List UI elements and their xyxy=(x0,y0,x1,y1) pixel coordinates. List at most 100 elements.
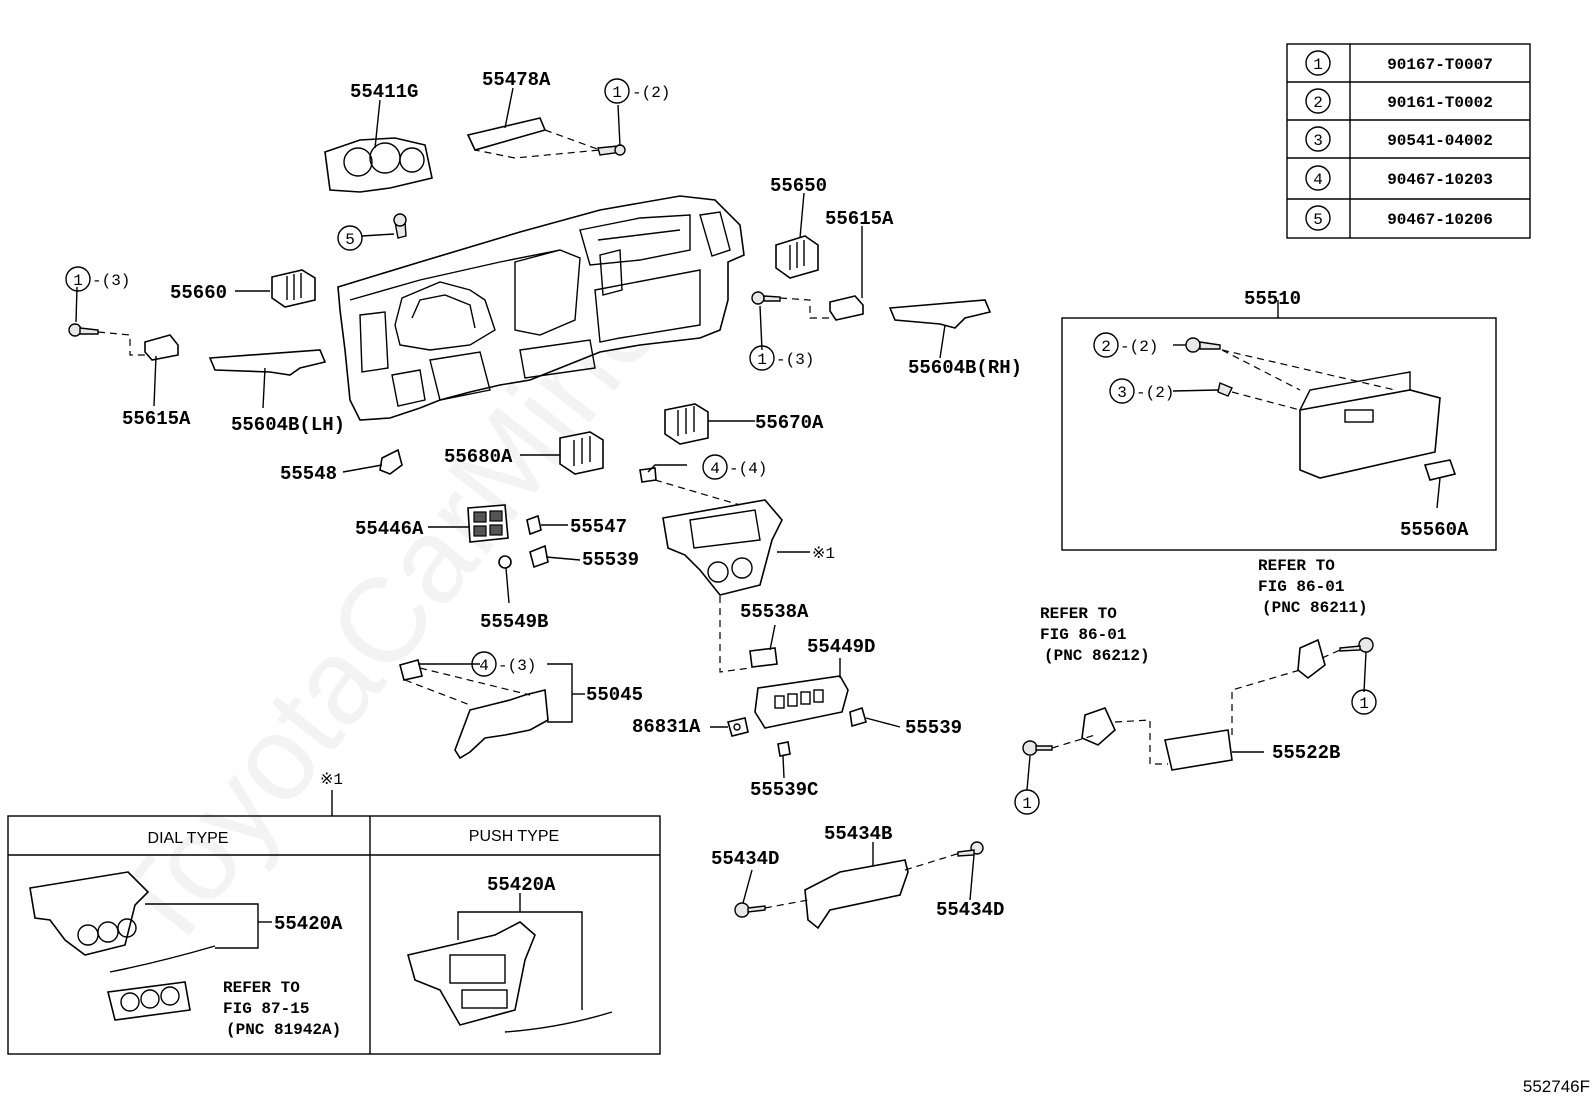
svg-text:4: 4 xyxy=(710,460,720,478)
svg-text:(PNC 86212): (PNC 86212) xyxy=(1044,647,1150,665)
svg-text:90541-04002: 90541-04002 xyxy=(1387,132,1493,150)
screw-icon xyxy=(751,291,781,305)
ref-circle: 1 xyxy=(1014,789,1040,815)
svg-text:FIG 87-15: FIG 87-15 xyxy=(223,1000,309,1018)
ref-circle: 5 xyxy=(337,225,363,251)
clip-55539C xyxy=(777,741,791,757)
hinge-55522B xyxy=(1081,638,1326,771)
legend-row: 5 90467-10206 xyxy=(1305,205,1493,231)
svg-text:90467-10206: 90467-10206 xyxy=(1387,211,1493,229)
svg-text:-(2): -(2) xyxy=(632,84,670,102)
svg-text:90467-10203: 90467-10203 xyxy=(1387,171,1493,189)
lower-cover-55045 xyxy=(399,659,549,760)
svg-text:3: 3 xyxy=(1117,384,1127,402)
svg-text:4: 4 xyxy=(1313,171,1323,189)
svg-text:90161-T0002: 90161-T0002 xyxy=(1387,94,1493,112)
screw-icon xyxy=(597,144,626,156)
svg-text:1: 1 xyxy=(1359,695,1369,713)
ref-circle: 2-(2) xyxy=(1093,332,1158,358)
callout-55522B: 55522B xyxy=(1272,742,1340,764)
svg-text:4: 4 xyxy=(479,657,489,675)
callout-55670A: 55670A xyxy=(755,412,824,434)
callout-55446A: 55446A xyxy=(355,518,424,540)
screw-icon xyxy=(1022,740,1053,756)
callout-55547: 55547 xyxy=(570,516,627,538)
push-panel: 55420A xyxy=(407,874,613,1033)
ref-circle: 1-(2) xyxy=(604,78,670,104)
legend-row: 1 90167-T0007 xyxy=(1305,50,1493,76)
svg-text:5: 5 xyxy=(345,231,355,249)
svg-text:2: 2 xyxy=(1313,94,1323,112)
note-mark: ※1 xyxy=(812,545,835,563)
callout-55434B: 55434B xyxy=(824,823,892,845)
refer-note-81942A: REFER TO FIG 87-15 (PNC 81942A) xyxy=(223,979,341,1039)
callout-55449D: 55449D xyxy=(807,636,875,658)
svg-text:5: 5 xyxy=(1313,211,1323,229)
bracket-55548 xyxy=(379,448,403,475)
vent-55680A xyxy=(559,431,604,475)
screw-icon xyxy=(393,213,407,239)
ref-circle: 4 -(4) xyxy=(702,454,767,480)
callout-55548: 55548 xyxy=(280,463,337,485)
legend-table: 1 90167-T0007 2 90161-T0002 3 90541-0400… xyxy=(1286,43,1531,239)
garnish-55604B-lh xyxy=(208,349,327,376)
svg-text:3: 3 xyxy=(1313,132,1323,150)
svg-text:-(3): -(3) xyxy=(498,657,536,675)
svg-text:REFER TO: REFER TO xyxy=(1040,605,1117,623)
vent-55660 xyxy=(271,269,316,308)
svg-text:1: 1 xyxy=(1022,795,1032,813)
svg-text:90167-T0007: 90167-T0007 xyxy=(1387,56,1493,74)
bracket-55615A xyxy=(144,334,179,361)
svg-text:FIG 86-01: FIG 86-01 xyxy=(1040,626,1126,644)
callout-86831A: 86831A xyxy=(632,716,701,738)
refer-note-86212: REFER TO FIG 86-01 (PNC 86212) xyxy=(1040,605,1150,665)
svg-text:-(3): -(3) xyxy=(92,272,130,290)
leader-lines xyxy=(75,87,1441,904)
callout-55604B-rh: 55604B(RH) xyxy=(908,357,1022,379)
screw-icon xyxy=(957,841,984,857)
callout-55434D: 55434D xyxy=(936,899,1004,921)
part-callouts: 55411G 55478A 55650 55615A 55660 55615A … xyxy=(122,69,1469,921)
variant-mark: ※1 xyxy=(320,771,343,789)
dashed-lines xyxy=(97,129,1396,909)
ref-circle: 1 xyxy=(1351,689,1377,715)
svg-text:-(2): -(2) xyxy=(1120,338,1158,356)
refer-note-86211: REFER TO FIG 86-01 (PNC 86211) xyxy=(1258,557,1368,617)
screw-icon xyxy=(734,902,766,918)
callout-55538A: 55538A xyxy=(740,601,809,623)
ref-circle: 1-(3) xyxy=(749,345,814,371)
ref-circle: 3-(2) xyxy=(1109,378,1174,404)
callout-55650: 55650 xyxy=(770,175,827,197)
diagram-id: 552746F xyxy=(1523,1077,1590,1096)
center-cluster-panel xyxy=(639,467,783,596)
callout-55478A: 55478A xyxy=(482,69,551,91)
callout-55420A: 55420A xyxy=(487,874,556,896)
callout-55539: 55539 xyxy=(582,549,639,571)
svg-text:(PNC 81942A): (PNC 81942A) xyxy=(226,1021,341,1039)
callout-55434D: 55434D xyxy=(711,848,779,870)
callout-55411G: 55411G xyxy=(350,81,418,103)
callout-55549B: 55549B xyxy=(480,611,548,633)
clip-55547 xyxy=(526,514,542,536)
bracket-55615A xyxy=(829,295,864,321)
callout-55604B-lh: 55604B(LH) xyxy=(231,414,345,436)
plug-55549B xyxy=(498,555,512,569)
svg-text:FIG 86-01: FIG 86-01 xyxy=(1258,578,1344,596)
callout-55510: 55510 xyxy=(1244,288,1301,310)
svg-text:-(4): -(4) xyxy=(729,460,767,478)
socket-86831A xyxy=(727,717,749,737)
garnish-55604B-rh xyxy=(888,299,992,329)
ref-circle: 4 -(3) xyxy=(471,651,536,677)
circle-refs: 1-(2) 5 1-(3) 1-(3) 2-(2) 3-(2) 4-(4) 4-… xyxy=(65,78,1377,815)
clip-55539b xyxy=(849,706,867,728)
callout-55615A: 55615A xyxy=(825,208,894,230)
legend-row: 2 90161-T0002 xyxy=(1305,88,1493,114)
legend-row: 3 90541-04002 xyxy=(1305,126,1493,152)
callout-55539: 55539 xyxy=(905,717,962,739)
switch-base-55449D xyxy=(754,675,849,729)
knee-pad-55434B xyxy=(804,859,909,930)
callout-55420A: 55420A xyxy=(274,913,343,935)
vent-55670A xyxy=(664,403,709,445)
screw-icon xyxy=(68,323,99,337)
